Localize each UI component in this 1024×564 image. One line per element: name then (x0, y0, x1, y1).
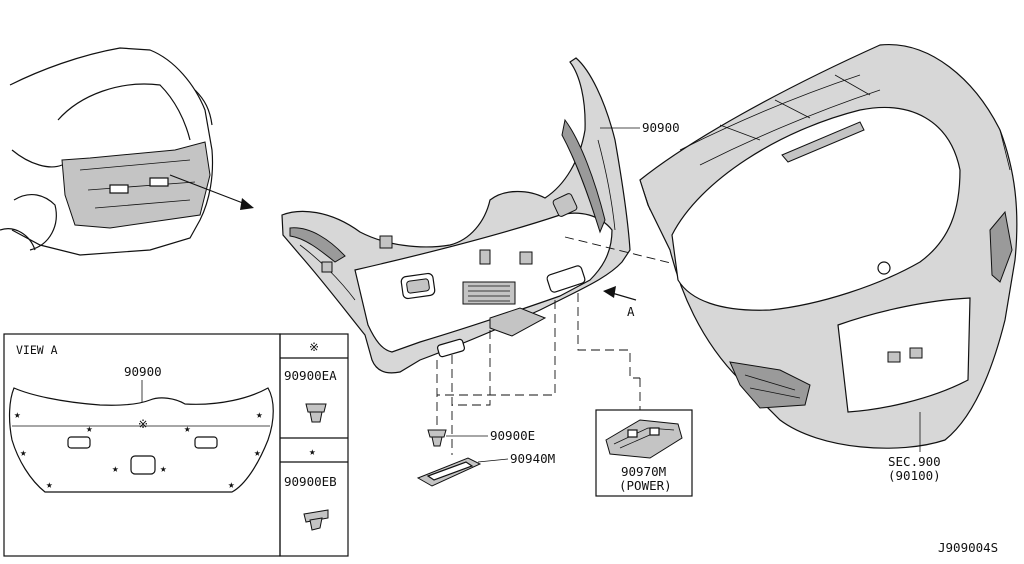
view-a-arrow: A (603, 286, 637, 319)
clip-90900e (427, 429, 488, 447)
back-door-trim (281, 57, 631, 374)
vehicle-overview (0, 47, 214, 256)
symbol-star-9: ★ (46, 478, 53, 491)
overview-arrow (169, 174, 254, 210)
diagram-id: J909004S (938, 540, 998, 555)
label-clip-e: 90900E (490, 428, 535, 443)
label-trim: 90900 (642, 120, 680, 135)
symbol-star-10: ★ (228, 478, 235, 491)
lamp-90940m (416, 457, 509, 487)
label-sec-line2: (90100) (888, 468, 941, 483)
label-view-a-trim: 90900 (124, 364, 162, 379)
assembly-dashed-leaders (436, 236, 761, 455)
label-arrow-a: A (627, 304, 635, 319)
symbol-star-3: ★ (184, 422, 191, 435)
view-a-trim-outline (8, 387, 274, 493)
symbol-asterisk-legend: ※ (309, 340, 319, 354)
label-lamp: 90940M (510, 451, 555, 466)
label-clip-eb: 90900EB (284, 474, 337, 489)
switch-90970m (595, 409, 693, 497)
label-switch-line1: 90970M (621, 464, 666, 479)
symbol-star-5: ★ (20, 446, 27, 459)
symbol-asterisk-view-a: ※ (138, 417, 148, 431)
symbol-star-4: ★ (256, 408, 263, 421)
label-clip-ea: 90900EA (284, 368, 337, 383)
symbol-star-6: ★ (254, 446, 261, 459)
label-sec-line1: SEC.900 (888, 454, 941, 469)
symbol-star-2: ★ (86, 422, 93, 435)
view-a-title: VIEW A (16, 343, 58, 357)
symbol-star-1: ★ (14, 408, 21, 421)
symbol-star-legend: ★ (309, 445, 316, 458)
symbol-star-7: ★ (112, 462, 119, 475)
clip-legend (279, 333, 349, 557)
label-switch-line2: (POWER) (619, 478, 672, 493)
back-door-body (639, 44, 1018, 449)
symbol-star-8: ★ (160, 462, 167, 475)
